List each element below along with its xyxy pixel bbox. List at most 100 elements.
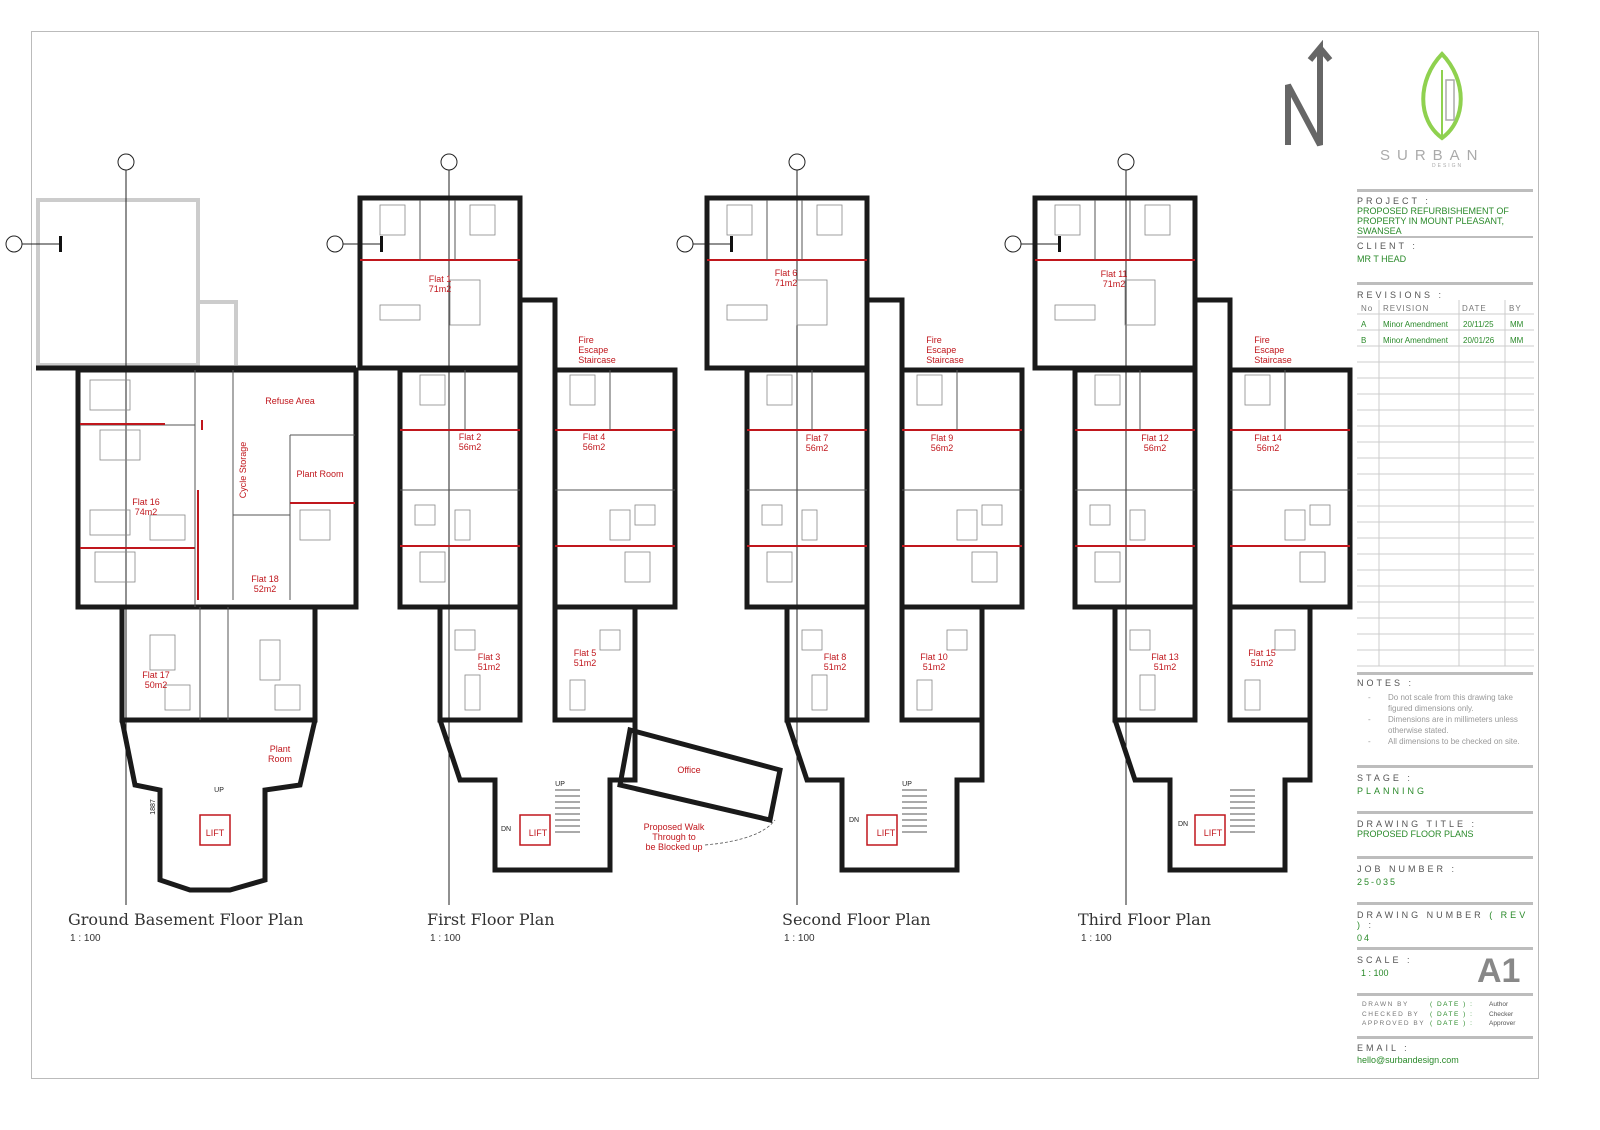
col-date: DATE	[1462, 304, 1487, 313]
flat-label: Flat 16 74m2	[132, 497, 160, 517]
furniture	[766, 551, 793, 583]
wall	[552, 604, 638, 723]
lift-label: LIFT	[876, 828, 896, 838]
checked-by: Checker	[1489, 1010, 1514, 1018]
furniture	[89, 509, 131, 536]
flat-label: Flat 17 50m2	[142, 670, 170, 690]
furniture	[454, 629, 476, 651]
furniture	[379, 304, 421, 321]
client-heading: CLIENT :	[1357, 241, 1418, 251]
client-value: MR T HEAD	[1357, 254, 1407, 264]
wall	[784, 719, 985, 873]
stair-up-label: UP	[555, 781, 565, 788]
furniture	[766, 374, 793, 406]
stage-value: PLANNING	[1357, 786, 1428, 796]
grid-marker	[117, 153, 135, 171]
notes-heading: NOTES :	[1357, 678, 1415, 688]
furniture	[1244, 679, 1261, 711]
furniture	[419, 551, 446, 583]
furniture	[1274, 629, 1296, 651]
fire-escape-label: Fire Escape Staircase	[578, 335, 616, 365]
date-tag: ( DATE ) :	[1430, 1001, 1474, 1008]
furniture	[1089, 504, 1111, 526]
wall	[119, 604, 318, 723]
furniture	[761, 504, 783, 526]
revision-table-grid	[1357, 300, 1534, 667]
wall	[552, 367, 678, 610]
grid-marker	[1117, 153, 1135, 171]
dimension-label: 1887	[149, 799, 157, 815]
furniture	[419, 374, 446, 406]
fire-escape-label: Fire Escape Staircase	[926, 335, 964, 365]
office-wall	[617, 726, 783, 824]
plan-title: Ground Basement Floor Plan	[68, 910, 304, 929]
walkthrough-line	[704, 819, 776, 846]
furniture	[1054, 304, 1096, 321]
approved-by: Approver	[1489, 1020, 1516, 1027]
section-cut	[1058, 236, 1061, 252]
approved-by-label: APPROVED BY	[1362, 1020, 1426, 1027]
furniture	[1054, 204, 1081, 236]
furniture	[609, 509, 631, 541]
furniture	[816, 204, 843, 236]
furniture	[274, 684, 301, 711]
lift-shaft	[519, 814, 551, 846]
flat-label: Flat 2 56m2	[458, 432, 482, 452]
room-label: Plant Room	[267, 744, 293, 764]
furniture	[981, 504, 1003, 526]
flat-label: Flat 13 51m2	[1151, 652, 1179, 672]
plan-scale: 1 : 100	[784, 933, 815, 944]
wall	[1072, 367, 1198, 610]
lift-shaft	[1194, 814, 1226, 846]
furniture	[1129, 629, 1151, 651]
email-value[interactable]: hello@surbandesign.com	[1357, 1055, 1459, 1065]
drawn-by: Author	[1489, 1001, 1509, 1008]
furniture	[801, 509, 818, 541]
leaf-logo-icon	[1421, 51, 1463, 141]
rev-by: MM	[1510, 336, 1524, 345]
rev-no: B	[1361, 336, 1367, 345]
job-number-heading: JOB NUMBER :	[1357, 864, 1458, 874]
sheet-size: A1	[1477, 952, 1521, 990]
wall	[1195, 297, 1233, 370]
room-label: Office	[677, 765, 701, 775]
email-heading: EMAIL :	[1357, 1043, 1410, 1053]
drawing-title-value: PROPOSED FLOOR PLANS	[1357, 829, 1474, 839]
rev-desc: Minor Amendment	[1383, 336, 1448, 345]
flat-label: Flat 6 71m2	[774, 268, 798, 288]
north-arrow-icon	[1285, 40, 1333, 147]
furniture	[464, 674, 481, 711]
furniture	[916, 679, 933, 711]
fire-escape-label: Fire Escape Staircase	[1254, 335, 1292, 365]
note-item: Do not scale from this drawing take figu…	[1362, 692, 1532, 714]
date-tag: ( DATE ) :	[1430, 1020, 1474, 1027]
flat-label: Flat 14 56m2	[1254, 433, 1282, 453]
furniture	[414, 504, 436, 526]
flat-label: Flat 4 56m2	[582, 432, 606, 452]
note-item: Dimensions are in millimeters unless oth…	[1362, 714, 1532, 736]
furniture	[916, 374, 943, 406]
furniture	[379, 204, 406, 236]
furniture	[946, 629, 968, 651]
logo-subtext: DESIGN	[1432, 163, 1464, 169]
sheet-border	[31, 31, 1539, 1079]
notes-list: Do not scale from this drawing take figu…	[1362, 692, 1532, 747]
furniture	[634, 504, 656, 526]
furniture	[956, 509, 978, 541]
furniture	[796, 279, 828, 326]
revisions-heading: REVISIONS :	[1357, 290, 1445, 300]
section-cut	[730, 236, 733, 252]
lift-label: LIFT	[205, 828, 225, 838]
wall	[899, 367, 1025, 610]
checked-by-label: CHECKED BY	[1362, 1010, 1420, 1018]
grid-marker	[440, 153, 458, 171]
wall	[1227, 367, 1353, 610]
furniture	[1139, 674, 1156, 711]
furniture	[1299, 551, 1326, 583]
rev-by: MM	[1510, 320, 1524, 329]
flat-label: Flat 9 56m2	[930, 433, 954, 453]
plan-scale: 1 : 100	[1081, 933, 1112, 944]
furniture	[801, 629, 823, 651]
